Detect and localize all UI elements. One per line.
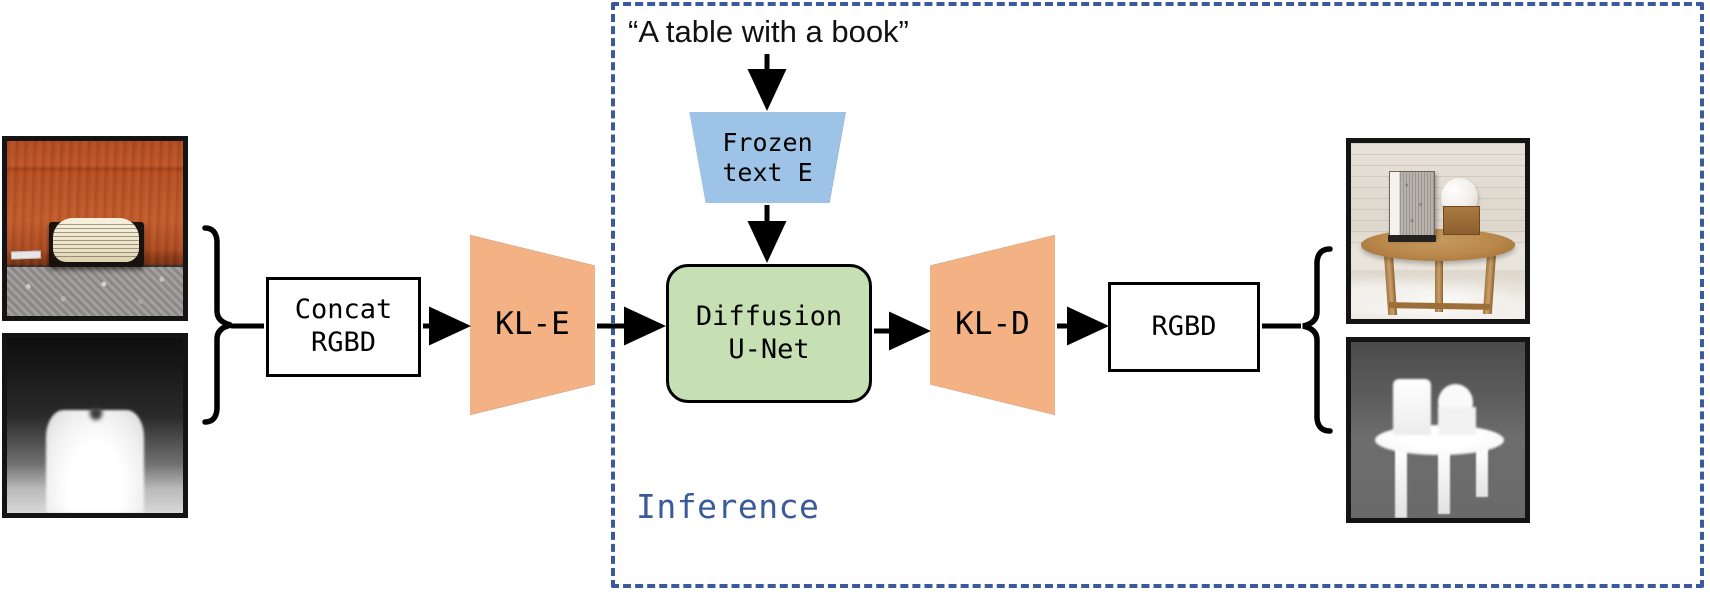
inference-label: Inference [636,487,820,526]
kl-decoder-fill [930,235,1055,415]
book-base-shadow [1387,234,1437,242]
standing-book [1389,171,1435,239]
unet-label-line1: Diffusion [695,300,843,332]
unet-label-line2: U-Net [728,333,810,365]
kl-encoder-fill [470,235,595,415]
wooden-block-object [1443,206,1481,235]
table-top [1361,229,1515,261]
concat-label-line1: Concat [294,294,393,326]
output-rgb-image [1346,138,1530,324]
text-lines [95,224,139,257]
depth-book [1392,378,1432,436]
depth-book-shape [45,409,145,513]
input-rgb-image [2,136,188,321]
wall-panel-lines [1351,143,1525,246]
book-right-page [95,218,139,262]
depth-leg-left [1394,447,1407,518]
depth-block [1438,407,1477,436]
book-left-page [52,218,97,262]
book-texture [1399,172,1434,238]
rgbd-output-box: RGBD [1108,282,1260,372]
concat-rgbd-box: Concat RGBD [266,277,421,377]
diffusion-unet-box: Diffusion U-Net [666,264,872,403]
inference-region [611,2,1704,588]
kl-encoder-block: KL-E [470,235,595,415]
concat-label-line2: RGBD [310,327,377,358]
frozen-text-encoder-block: Frozen text E [686,112,849,203]
output-depth-image [1346,337,1530,523]
depth-leg-middle [1438,447,1451,515]
depth-book-spine-notch [89,408,103,421]
prompt-text: “A table with a book” [628,14,909,49]
rgbd-output-label: RGBD [1151,310,1217,342]
input-brace [202,225,232,425]
stone-floor [7,267,183,316]
input-depth-image [2,333,188,518]
text-encoder-fill [689,112,846,203]
kl-decoder-block: KL-D [930,235,1055,415]
pen-object [10,250,41,260]
table-leg-middle [1434,252,1444,312]
depth-leg-right [1476,447,1489,497]
text-lines [52,224,97,257]
